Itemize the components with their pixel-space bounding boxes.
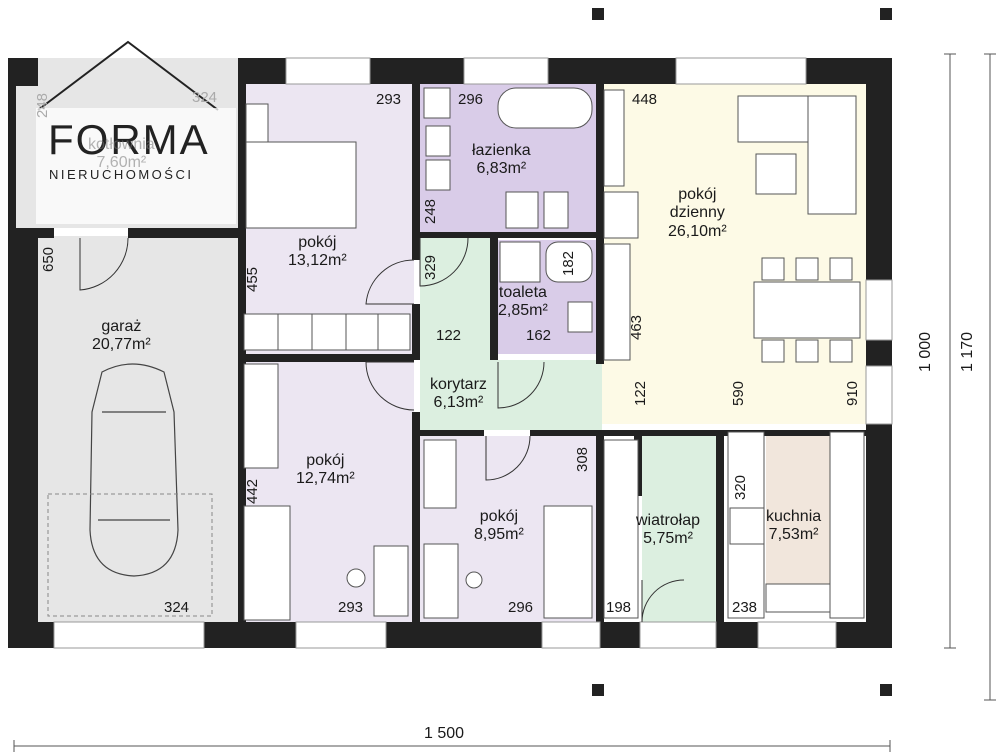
room-area: 20,77m² [92, 336, 151, 354]
dim-pokoj1-293: 293 [376, 91, 402, 108]
logo-subtitle: NIERUCHOMOŚCI [49, 167, 194, 182]
room-name: korytarz [430, 376, 487, 393]
room-area: 13,12m² [288, 252, 347, 270]
dim-toaleta-182: 182 [560, 250, 578, 277]
dim-dzienny-122: 122 [632, 380, 650, 407]
dim-pokoj2-293: 293 [338, 599, 364, 616]
dim-pokoj1-455: 455 [244, 266, 262, 293]
room-name: łazienka [472, 142, 531, 159]
room-fill-kuchnia [766, 432, 830, 584]
room-area: 12,74m² [296, 470, 355, 488]
logo-plate [36, 108, 236, 224]
room-fill-dzienny [602, 84, 866, 424]
room-label-pokoj3: pokój 8,95m² [474, 508, 524, 545]
dim-korytarz-122: 122 [436, 327, 462, 344]
room-label-garaz: garaż 20,77m² [92, 318, 151, 355]
dim-garaz-324: 324 [164, 599, 190, 616]
room-area: 7,53m² [768, 526, 819, 544]
dim-toaleta-162: 162 [526, 327, 552, 344]
room-label-dzienny: pokój dzienny 26,10m² [668, 186, 727, 241]
dim-dzienny-463: 463 [628, 314, 646, 341]
dim-pokoj3-296: 296 [508, 599, 534, 616]
room-area: 6,13m² [433, 394, 484, 412]
dim-kotlownia-324: 324 [192, 89, 218, 106]
windows [53, 57, 893, 649]
room-area: 6,83m² [476, 160, 527, 178]
door-swings [79, 237, 685, 623]
room-area: 7,60m² [96, 154, 147, 172]
room-label-pokoj1: pokój 13,12m² [288, 234, 347, 271]
room-name-line1: pokój [678, 186, 717, 203]
dim-kuchnia-238: 238 [732, 599, 758, 616]
room-name: pokój [479, 508, 519, 525]
room-area: 2,85m² [498, 302, 548, 320]
room-label-pokoj2: pokój 12,74m² [296, 452, 355, 489]
room-name: toaleta [498, 284, 547, 301]
room-label-lazienka: łazienka 6,83m² [472, 142, 531, 179]
room-name: kotłownia [88, 136, 155, 153]
room-name-line2: dzienny [669, 204, 725, 222]
room-name: kuchnia [766, 508, 822, 525]
dim-overall-width: 1 500 [424, 725, 465, 742]
room-area: 8,95m² [474, 526, 524, 544]
dim-wiatrolap-198: 198 [606, 599, 632, 616]
room-fill-korytarz [420, 236, 602, 430]
dim-pokoj3-308: 308 [574, 446, 592, 473]
room-label-wiatrolap: wiatrołap 5,75m² [636, 512, 700, 549]
logo-title: FORMA [48, 116, 210, 163]
room-name: wiatrołap [636, 512, 701, 529]
dim-pokoj2-442: 442 [244, 478, 262, 505]
furniture [243, 87, 865, 621]
room-fill-garaz [30, 236, 238, 628]
dim-kotlownia-248: 248 [34, 92, 52, 119]
dim-overall-depth-inner: 1 000 [917, 331, 935, 373]
room-fill-wiatrolap [642, 436, 718, 622]
dim-dzienny-448: 448 [632, 91, 658, 108]
room-name: garaż [101, 318, 142, 335]
dim-dzienny-910: 910 [844, 380, 862, 407]
dim-kuchnia-320: 320 [732, 474, 750, 501]
room-name: pokój [306, 452, 345, 469]
dim-lazienka-248: 248 [422, 198, 440, 225]
car-outline [89, 363, 179, 577]
dim-lazienka-296: 296 [458, 91, 484, 108]
room-area: 5,75m² [643, 530, 693, 548]
room-label-korytarz: korytarz 6,13m² [430, 376, 487, 413]
room-area: 26,10m² [668, 222, 727, 240]
logo-roof [37, 40, 219, 111]
room-name: pokój [298, 234, 337, 251]
room-label-kotlownia: kotłownia 7,60m² [88, 136, 155, 173]
room-label-kuchnia: kuchnia 7,53m² [766, 508, 821, 545]
room-label-toaleta: toaleta 2,85m² [498, 284, 548, 321]
parking-outline [47, 493, 213, 617]
dim-korytarz-329: 329 [422, 254, 440, 281]
dim-garaz-650: 650 [40, 246, 58, 273]
corner-markers [592, 8, 892, 696]
dim-overall-depth-outer: 1 170 [959, 331, 977, 373]
walls [8, 58, 892, 648]
dimension-lines [13, 53, 996, 752]
dim-dzienny-590: 590 [730, 380, 748, 407]
